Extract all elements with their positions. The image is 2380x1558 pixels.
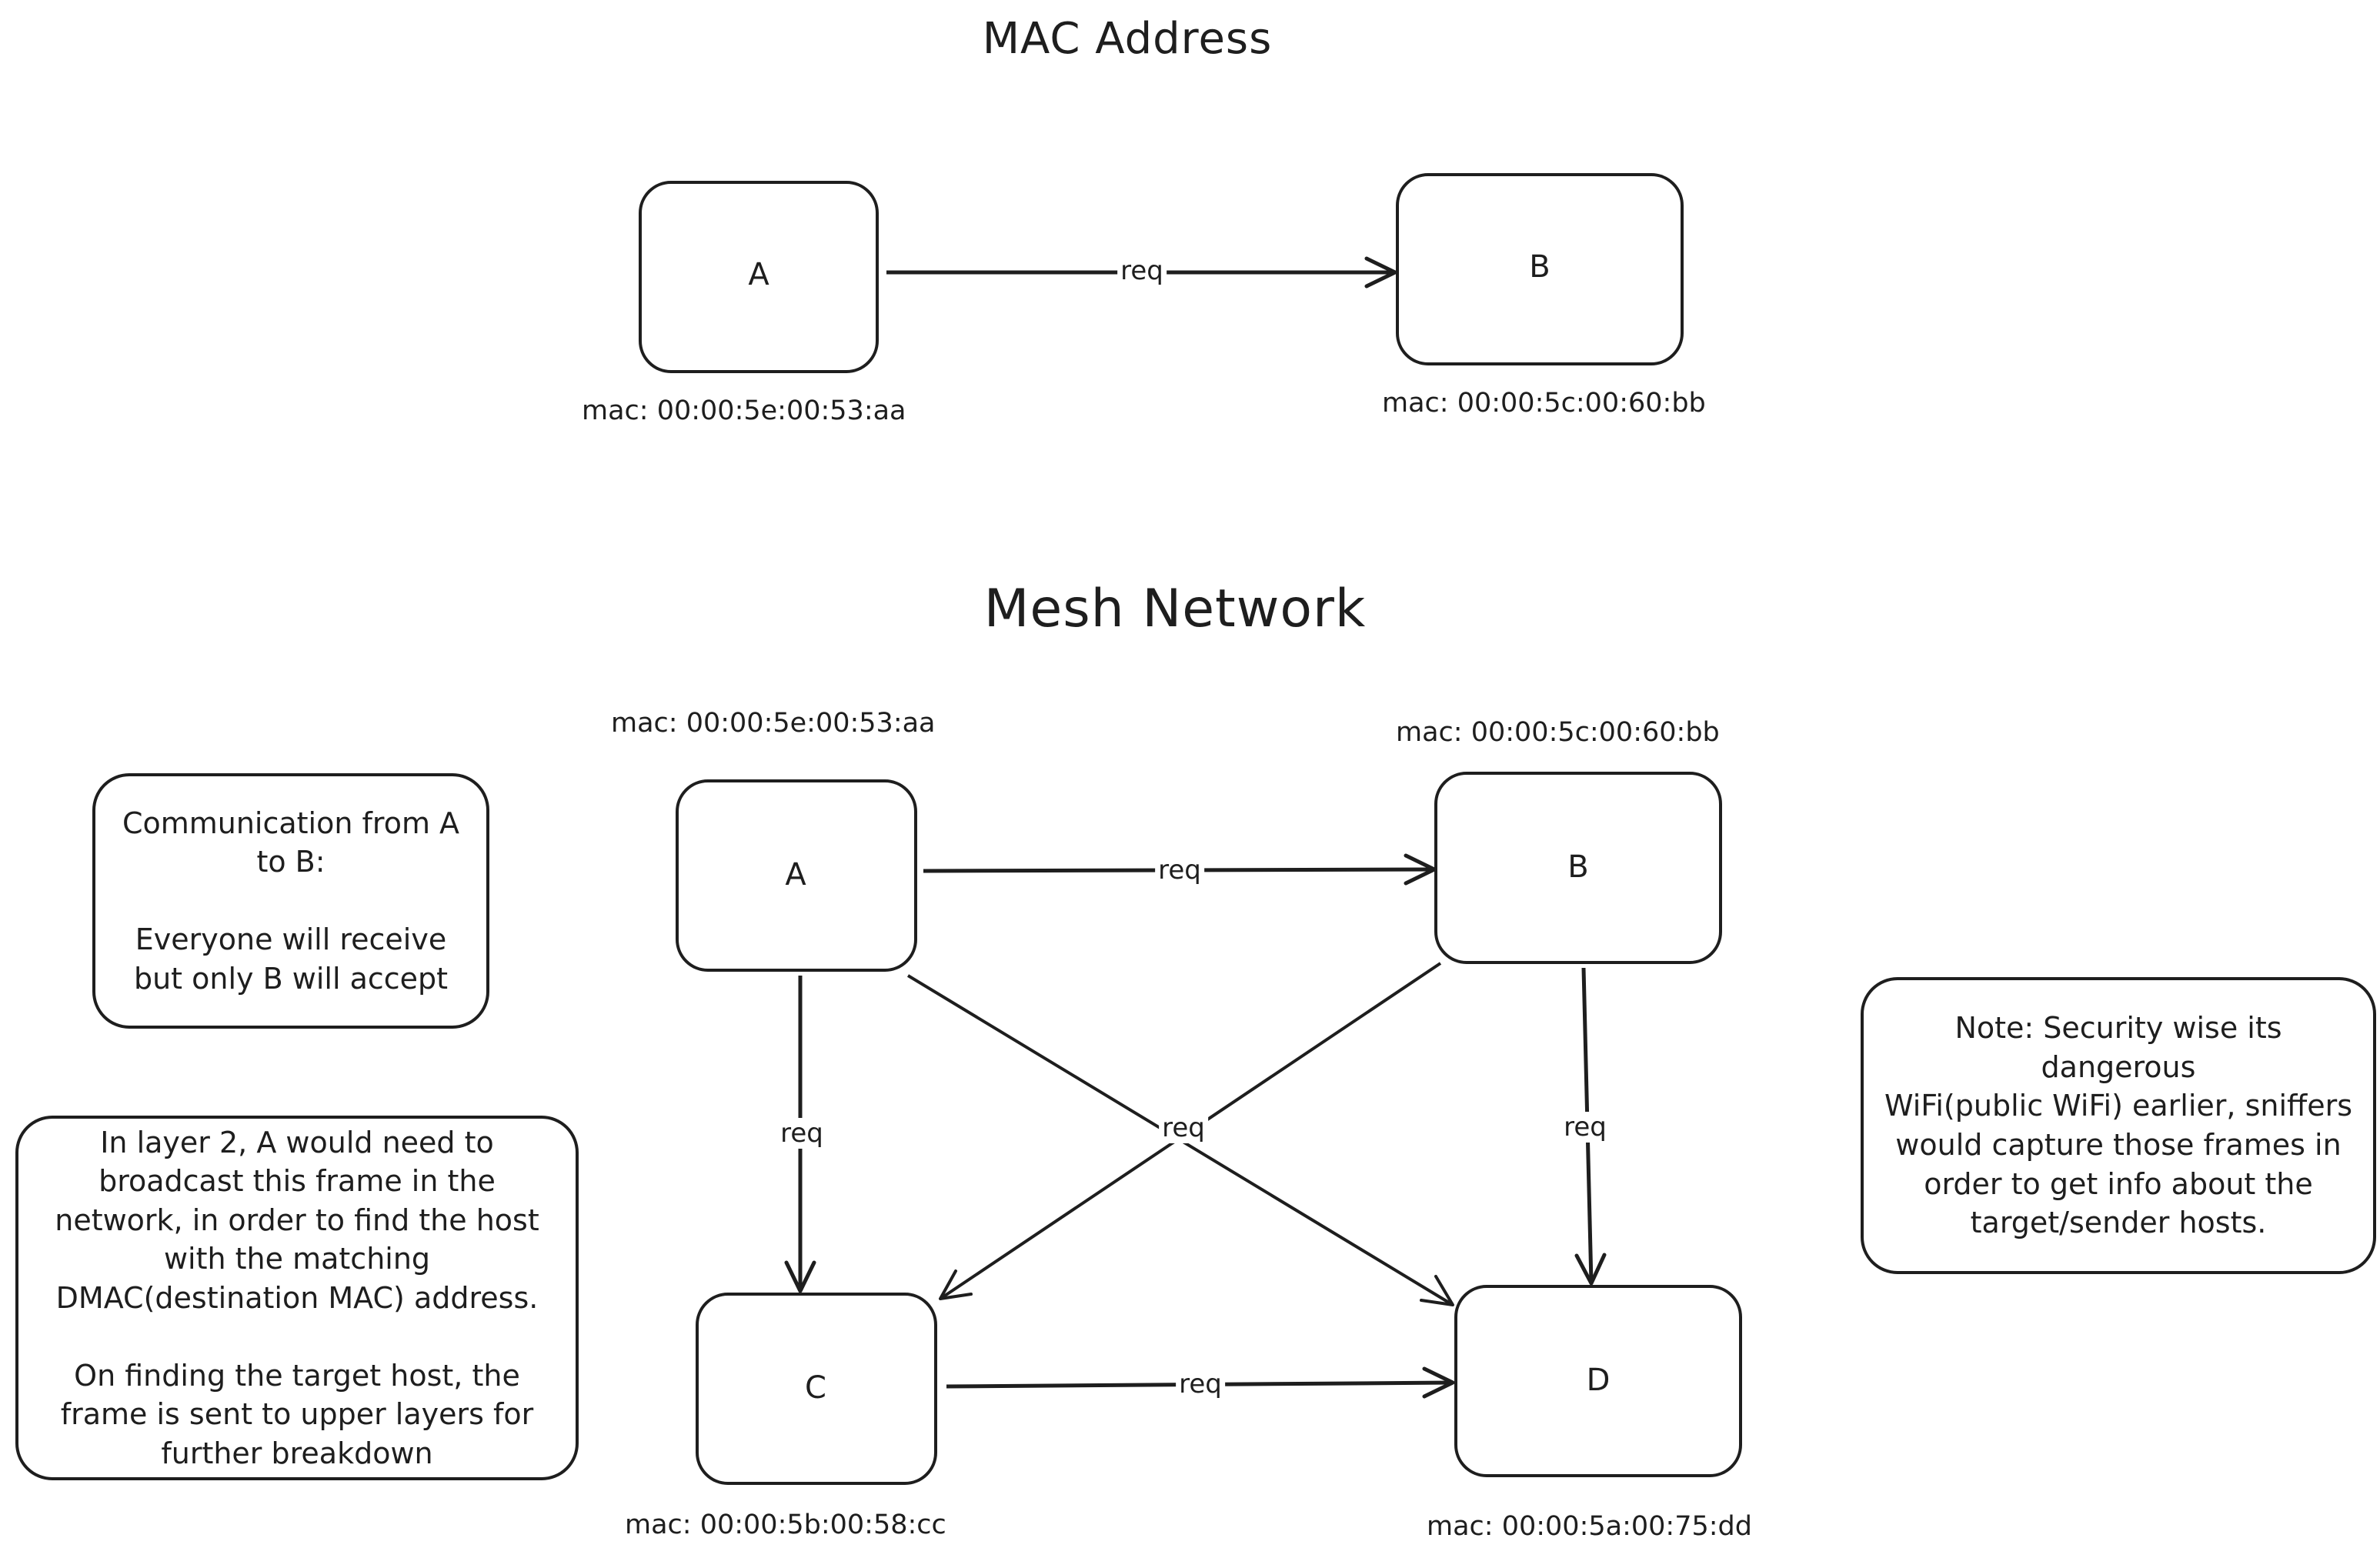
d2-edge-a-c-label: req bbox=[777, 1118, 826, 1149]
d2-node-c-box[interactable] bbox=[696, 1293, 937, 1485]
d1-node-b-label: B bbox=[1529, 249, 1551, 285]
d2-edge-a-b-arrowhead bbox=[1404, 853, 1437, 886]
d2-edge-c-d-arrowhead bbox=[1422, 1366, 1455, 1399]
d1-node-b-box[interactable] bbox=[1396, 173, 1684, 365]
d2-edge-b-d-label: req bbox=[1561, 1112, 1610, 1143]
diagram-1-title: MAC Address bbox=[982, 14, 1273, 64]
d2-edge-a-b-label: req bbox=[1155, 855, 1204, 886]
d2-node-d-box[interactable] bbox=[1454, 1285, 1742, 1477]
note-security-text: Note: Security wise its dangerous WiFi(p… bbox=[1884, 1011, 2353, 1240]
d1-edge-a-b-label: req bbox=[1117, 255, 1167, 286]
d2-edge-a-d-label: req bbox=[1159, 1113, 1208, 1143]
d2-edge-b-c-arrowhead bbox=[939, 1269, 973, 1300]
d2-node-a-label: A bbox=[785, 857, 806, 892]
d1-edge-a-b-arrowhead bbox=[1364, 256, 1397, 289]
d1-node-b-mac: mac: 00:00:5c:00:60:bb bbox=[1382, 388, 1706, 419]
d2-edge-a-c-arrowhead bbox=[784, 1260, 816, 1293]
d2-node-d-mac: mac: 00:00:5a:00:75:dd bbox=[1427, 1511, 1752, 1542]
note-layer2: In layer 2, A would need to broadcast th… bbox=[15, 1116, 579, 1480]
d2-node-b-label: B bbox=[1567, 849, 1589, 885]
d2-node-b-box[interactable] bbox=[1434, 772, 1722, 964]
d2-edge-c-d-label: req bbox=[1176, 1369, 1225, 1400]
note-communication: Communication from A to B: Everyone will… bbox=[92, 773, 489, 1029]
note-layer2-text: In layer 2, A would need to broadcast th… bbox=[55, 1125, 539, 1470]
d2-node-a-box[interactable] bbox=[676, 779, 917, 972]
d1-node-a-box[interactable] bbox=[639, 181, 879, 373]
note-communication-text: Communication from A to B: Everyone will… bbox=[122, 806, 460, 996]
d2-node-c-mac: mac: 00:00:5b:00:58:cc bbox=[625, 1510, 946, 1540]
d2-node-c-label: C bbox=[805, 1370, 826, 1406]
d2-edge-a-d-arrowhead bbox=[1420, 1275, 1454, 1306]
d2-node-d-label: D bbox=[1586, 1363, 1611, 1398]
note-security: Note: Security wise its dangerous WiFi(p… bbox=[1861, 977, 2376, 1274]
d1-node-a-mac: mac: 00:00:5e:00:53:aa bbox=[582, 395, 906, 426]
d1-node-a-label: A bbox=[748, 257, 769, 292]
d2-edge-b-d-arrowhead bbox=[1574, 1253, 1607, 1286]
d2-node-b-mac: mac: 00:00:5c:00:60:bb bbox=[1396, 717, 1720, 748]
diagram-2-title: Mesh Network bbox=[983, 579, 1367, 639]
d2-node-a-mac: mac: 00:00:5e:00:53:aa bbox=[611, 708, 936, 739]
